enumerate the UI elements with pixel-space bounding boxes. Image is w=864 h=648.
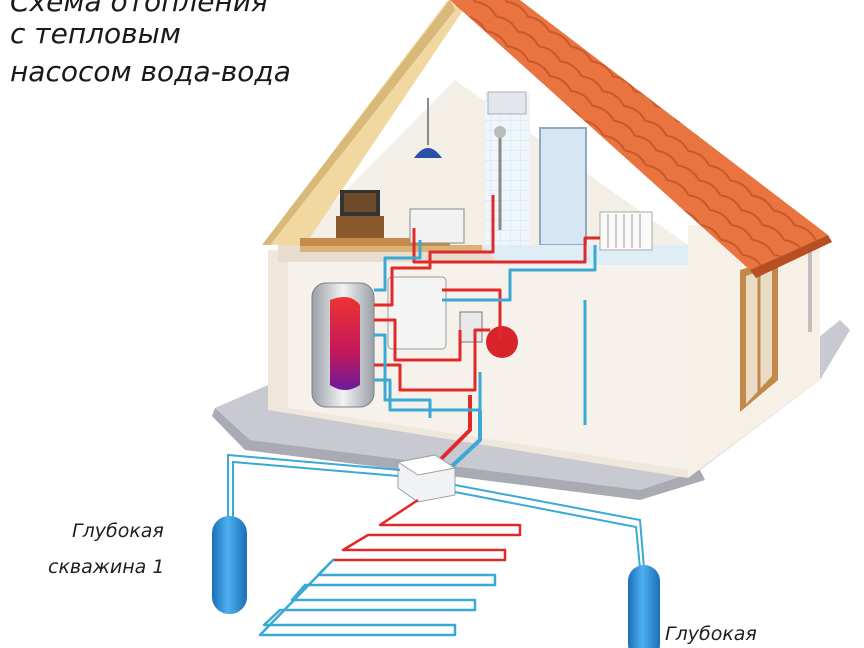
ground-loop — [258, 498, 522, 637]
radiator-upper-icon — [409, 208, 465, 244]
cold-pipe — [448, 410, 482, 470]
well-1-label-line-2: скважина 1 — [48, 556, 165, 578]
ground-loop-hot — [333, 498, 522, 562]
ground-floor-equipment — [311, 276, 518, 408]
diagram-title-line-1: Схема отопления — [10, 0, 268, 18]
hot-pipe — [412, 228, 600, 264]
heat-pump-box — [396, 454, 457, 503]
house-right-wall — [688, 225, 820, 478]
cold-pipe — [442, 245, 597, 302]
cold-pipe — [374, 372, 482, 412]
roof — [262, 0, 832, 278]
well-2-label-line-1: Глубокая — [665, 623, 757, 645]
cold-pipe — [374, 240, 422, 292]
pump-unit — [459, 311, 483, 343]
boiler-unit — [387, 276, 447, 350]
well-1 — [212, 516, 247, 614]
diagram-title-line-2: с тепловым — [10, 17, 181, 50]
expansion-vessel-icon — [486, 326, 518, 358]
diagram-title-line-3: насосом вода-вода — [10, 55, 291, 88]
deep-wells — [212, 516, 660, 648]
hot-pipe — [438, 395, 472, 462]
ground-loop-cold — [258, 558, 497, 637]
well-1-label-line-1: Глубокая — [72, 520, 164, 542]
house-pipes — [374, 195, 600, 470]
hot-pipe — [442, 288, 502, 340]
hot-pipe — [374, 195, 495, 307]
hot-pipe — [374, 328, 490, 392]
well-2 — [628, 565, 660, 648]
attic-items — [300, 98, 653, 251]
ceiling-lamp-icon — [414, 148, 442, 158]
cold-pipe — [374, 333, 432, 418]
well-lines — [227, 453, 645, 569]
hot-pipe — [374, 318, 462, 362]
